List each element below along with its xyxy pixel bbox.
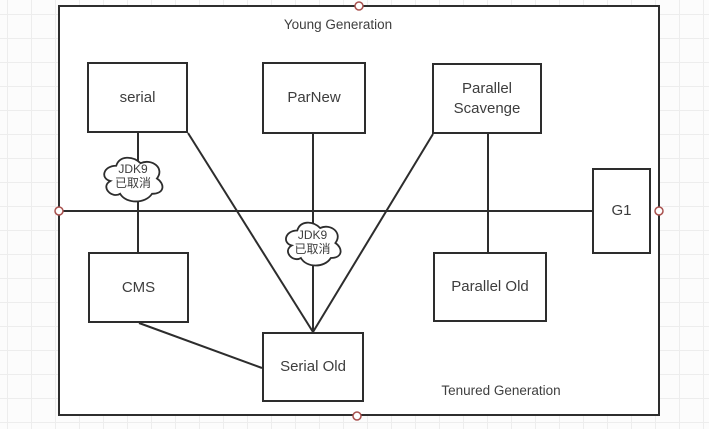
node-cms[interactable]: CMS (88, 252, 189, 323)
cloud-note-parnew-line1: JDK9 (297, 228, 328, 242)
tenured-generation-label: Tenured Generation (441, 383, 561, 398)
node-g1[interactable]: G1 (592, 168, 651, 254)
node-parallel-old[interactable]: Parallel Old (433, 252, 547, 322)
cloud-shape-parnew-note[interactable] (285, 221, 342, 267)
connection-handle-bottom[interactable] (352, 411, 362, 421)
connection-handle-right[interactable] (654, 206, 664, 216)
node-serial[interactable]: serial (87, 62, 188, 133)
young-generation-label: Young Generation (283, 17, 393, 32)
node-parnew[interactable]: ParNew (262, 62, 366, 134)
edge-parallel-scavenge-serial-old[interactable] (312, 133, 434, 333)
edge-serial-serial-old[interactable] (187, 132, 314, 333)
cloud-shape-serial-note[interactable] (103, 156, 164, 203)
node-serial-old[interactable]: Serial Old (262, 332, 364, 402)
cloud-note-serial-line1: JDK9 (118, 162, 148, 176)
cloud-note-parnew: JDK9 已取消 (282, 228, 343, 256)
cloud-note-serial: JDK9 已取消 (102, 162, 164, 190)
cloud-note-serial-line2: 已取消 (114, 176, 151, 190)
node-parallel-scavenge[interactable]: Parallel Scavenge (432, 63, 542, 134)
cloud-note-parnew-line2: 已取消 (294, 242, 331, 256)
edge-cms-serial-old[interactable] (138, 322, 263, 369)
connection-handle-left[interactable] (54, 206, 64, 216)
connection-handle-top[interactable] (354, 1, 364, 11)
